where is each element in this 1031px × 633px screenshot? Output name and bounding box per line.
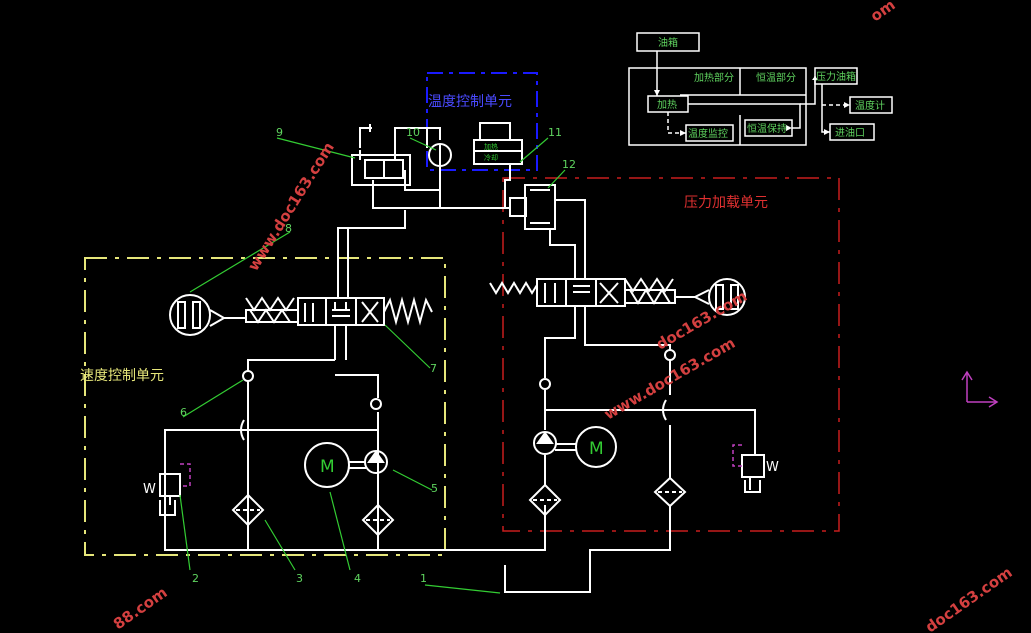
flow-const-section: 恒温部分 (756, 71, 796, 84)
flow-oil-tank: 油箱 (658, 36, 678, 49)
callout-4: 4 (354, 572, 361, 585)
weight-left: W (143, 482, 156, 497)
flow-inlet: 进油口 (835, 126, 865, 139)
flow-pressure-tank: 压力油箱 (816, 70, 856, 83)
callout-11: 11 (548, 126, 562, 139)
left-directional-valve (169, 294, 433, 336)
check-valve-right-2 (664, 349, 676, 361)
callout-labels: 1 2 3 4 5 6 7 8 9 10 11 12 (180, 126, 576, 585)
callout-1: 1 (420, 572, 427, 585)
speed-unit-title: 速度控制单元 (80, 368, 164, 384)
motor-right (575, 426, 617, 468)
motor-right-label: M (589, 439, 604, 459)
motor-left (304, 442, 350, 488)
callout-3: 3 (296, 572, 303, 585)
filter-right-1 (528, 483, 562, 517)
pressure-unit-title: 压力加载单元 (684, 195, 768, 211)
filter-left-2 (361, 503, 395, 537)
filter-right-2 (653, 476, 687, 508)
check-valve-left-1 (242, 370, 254, 382)
tank (504, 565, 591, 593)
cylinder-12 (509, 184, 556, 230)
weight-right: W (766, 460, 779, 475)
process-flow-chart: 油箱 加热部分 恒温部分 压力油箱 加热 温度监控 恒温保持 温度计 进油口 (628, 32, 893, 146)
flow-main-frame (628, 67, 807, 146)
callout-8: 8 (285, 222, 292, 235)
relief-valve-left (159, 430, 181, 516)
cylinder-9 (351, 148, 411, 186)
motor-left-label: M (320, 457, 335, 477)
callout-10: 10 (406, 126, 420, 139)
pilot-lines (180, 444, 742, 487)
flow-heater: 加热 (657, 98, 677, 111)
temp-box-line1: 加热 (484, 142, 498, 151)
callout-12: 12 (562, 158, 576, 171)
callout-7: 7 (430, 362, 437, 375)
temperature-unit-border (426, 72, 538, 171)
callout-6: 6 (180, 406, 187, 419)
filter-left-1 (231, 493, 265, 527)
flow-heat-section: 加热部分 (694, 71, 734, 84)
temp-box-line2: 冷却 (484, 153, 498, 162)
flow-const-keep: 恒温保持 (747, 122, 787, 135)
check-valve-left-2 (370, 398, 382, 410)
callout-5: 5 (431, 482, 438, 495)
flow-oil-tank-box (636, 32, 700, 52)
flow-thermometer: 温度计 (855, 99, 885, 112)
ucs-axis-icon (961, 370, 999, 408)
right-directional-valve (489, 277, 746, 316)
hydraulic-lines (164, 122, 756, 593)
callout-9: 9 (276, 126, 283, 139)
check-valve-right-1 (539, 378, 551, 390)
callout-leaders (179, 137, 566, 594)
speed-unit-border (84, 257, 446, 556)
temperature-unit-title: 温度控制单元 (428, 94, 512, 110)
components (159, 139, 765, 537)
flow-temp-monitor: 温度监控 (688, 127, 728, 140)
gauge-10 (428, 143, 452, 167)
callout-2: 2 (192, 572, 199, 585)
